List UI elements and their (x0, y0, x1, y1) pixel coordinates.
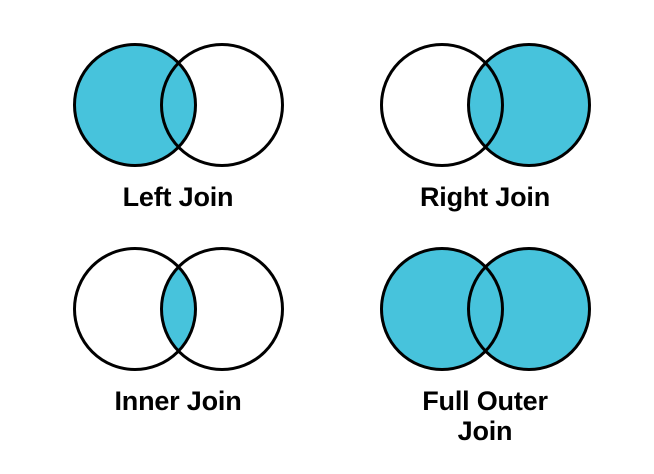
right-set-outline (159, 43, 284, 167)
left-set-circle (74, 248, 195, 370)
right-set-outline (466, 247, 591, 371)
right-set-circle (161, 44, 282, 166)
venn-figure-right-join (379, 43, 591, 167)
left-set-outline (72, 43, 197, 167)
right-set-circle (161, 248, 282, 370)
left-set-outline (379, 247, 504, 371)
left-set-outline (379, 43, 504, 167)
right-set-circle (468, 44, 589, 166)
venn-cell-left-join: Left Join (38, 36, 318, 212)
venn-cell-full-outer-join: Full Outer Join (345, 240, 625, 446)
right-set-circle (468, 248, 589, 370)
venn-label-full-outer-join: Full Outer Join (422, 386, 548, 447)
left-set-outline (72, 247, 197, 371)
venn-figure-full-outer-join (379, 247, 591, 371)
venn-figure-left-join (72, 43, 284, 167)
left-set-circle (74, 44, 195, 166)
venn-label-left-join: Left Join (122, 182, 234, 212)
right-set-outline (159, 247, 284, 371)
venn-label-right-join: Right Join (420, 182, 550, 212)
venn-cell-inner-join: Inner Join (38, 240, 318, 416)
left-set-circle (381, 248, 502, 370)
venn-figure-inner-join (72, 247, 284, 371)
left-set-circle (381, 44, 502, 166)
venn-label-inner-join: Inner Join (114, 386, 242, 416)
venn-cell-right-join: Right Join (345, 36, 625, 212)
right-set-outline (466, 43, 591, 167)
